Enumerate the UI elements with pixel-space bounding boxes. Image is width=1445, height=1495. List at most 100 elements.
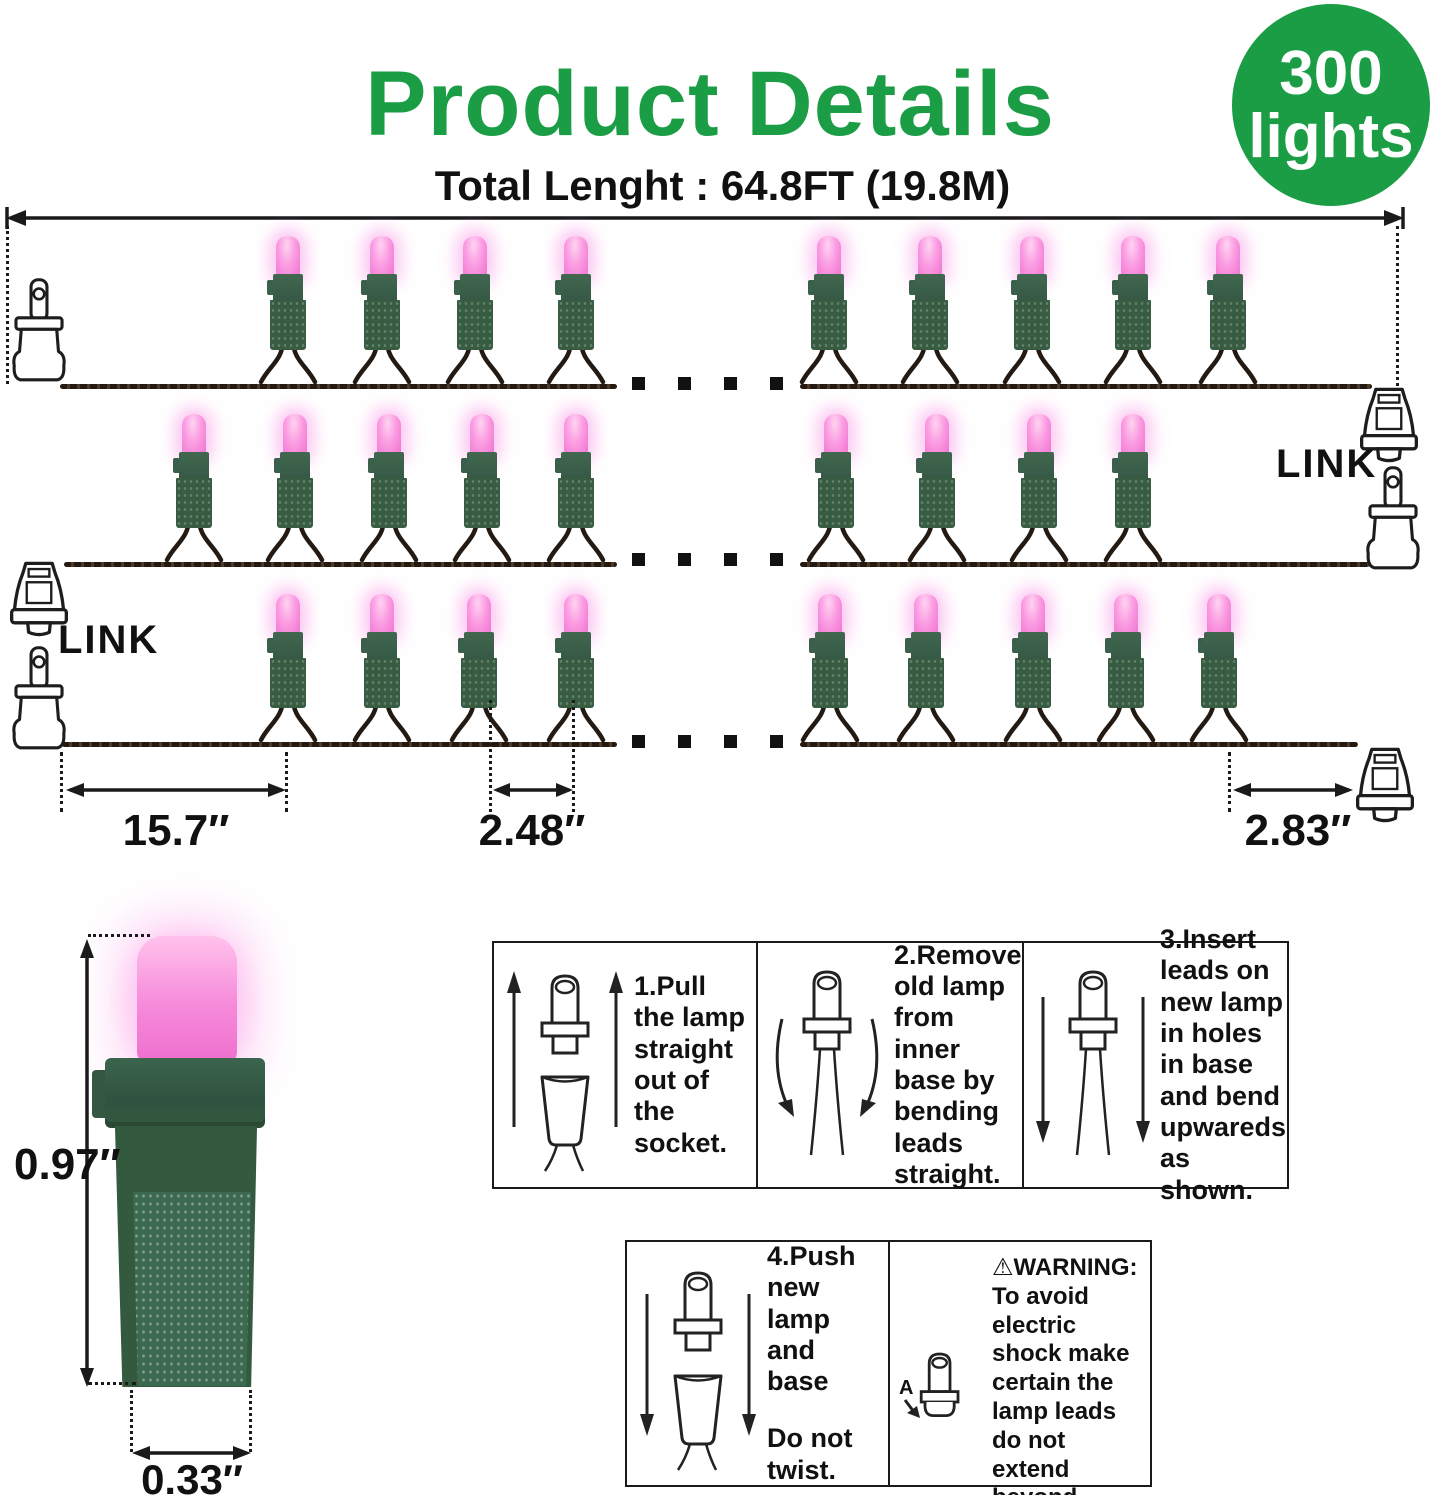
string-light-bulb bbox=[1001, 594, 1065, 744]
dim-label-bulb-spacing: 2.48″ bbox=[478, 806, 586, 855]
socket-clip bbox=[1018, 458, 1027, 473]
socket-base bbox=[1115, 300, 1151, 350]
socket-clip bbox=[555, 458, 564, 473]
closeup-socket-clip bbox=[92, 1070, 109, 1118]
step4-illustration bbox=[640, 1271, 756, 1471]
spacer bbox=[767, 1397, 880, 1423]
led-bulb bbox=[818, 594, 842, 636]
string-light-bulb bbox=[894, 594, 958, 744]
dim-arrow-height bbox=[80, 939, 94, 1387]
socket-top bbox=[1018, 632, 1048, 660]
dim-guide bbox=[1228, 752, 1231, 812]
instruction-panel-step1: 1.Pull the lamp straight out of the sock… bbox=[492, 941, 758, 1189]
connector-socket-female bbox=[10, 561, 68, 637]
dim-guide bbox=[249, 1390, 252, 1452]
led-bulb bbox=[914, 594, 938, 636]
socket-top bbox=[815, 632, 845, 660]
socket-top bbox=[561, 452, 591, 480]
socket-clip bbox=[1112, 458, 1121, 473]
guide-line-right bbox=[1396, 226, 1399, 386]
socket-top bbox=[273, 274, 303, 302]
string-light-bulb bbox=[1196, 236, 1260, 386]
step2-illustration bbox=[775, 970, 879, 1156]
socket-top bbox=[467, 452, 497, 480]
string-light-bulb bbox=[1101, 236, 1165, 386]
dim-guide bbox=[285, 752, 288, 812]
power-plug-male bbox=[1366, 466, 1420, 570]
socket-base bbox=[457, 300, 493, 350]
step1-illustration bbox=[507, 971, 623, 1173]
socket-top bbox=[911, 632, 941, 660]
dim-arrow-2-83 bbox=[1233, 783, 1353, 797]
socket-clip bbox=[809, 638, 818, 653]
closeup-socket-collar bbox=[105, 1058, 265, 1128]
socket-clip bbox=[905, 638, 914, 653]
socket-top bbox=[367, 632, 397, 660]
continuation-dot bbox=[678, 735, 691, 748]
string-light-bulb bbox=[544, 414, 608, 564]
warning-illustration: A bbox=[899, 1352, 960, 1418]
socket-clip bbox=[808, 280, 817, 295]
string-light-bulb bbox=[1101, 414, 1165, 564]
step3-illustration bbox=[1036, 970, 1150, 1156]
socket-base bbox=[558, 658, 594, 708]
string-light-bulb bbox=[350, 594, 414, 744]
link-label-right: LINK bbox=[1276, 442, 1378, 486]
socket-base bbox=[558, 300, 594, 350]
dim-guide bbox=[489, 700, 492, 812]
socket-top bbox=[561, 274, 591, 302]
warning-body: To avoid electric shock make certain the… bbox=[992, 1282, 1130, 1495]
dim-arrow-15-7 bbox=[66, 783, 286, 797]
dim-guide bbox=[88, 934, 150, 937]
socket-clip bbox=[909, 280, 918, 295]
socket-base bbox=[558, 478, 594, 528]
socket-base bbox=[1021, 478, 1057, 528]
dim-guide bbox=[130, 1390, 133, 1452]
led-bulb bbox=[1216, 236, 1240, 278]
socket-base bbox=[1201, 658, 1237, 708]
socket-clip bbox=[1011, 280, 1020, 295]
lights-count-badge: 300 lights bbox=[1232, 4, 1430, 206]
socket-base bbox=[1108, 658, 1144, 708]
string-light-bulb bbox=[905, 414, 969, 564]
continuation-dot bbox=[770, 735, 783, 748]
led-bulb bbox=[1207, 594, 1231, 636]
led-bulb bbox=[817, 236, 841, 278]
continuation-dot bbox=[632, 377, 645, 390]
dim-arrow-2-48 bbox=[493, 783, 573, 797]
socket-clip bbox=[1105, 638, 1114, 653]
led-bulb bbox=[925, 414, 949, 456]
led-bulb bbox=[470, 414, 494, 456]
link-label-left: LINK bbox=[58, 618, 160, 662]
string-light-bulb bbox=[797, 236, 861, 386]
warning-panel: A ⚠WARNING: To avoid electric shock make… bbox=[888, 1240, 1152, 1495]
led-bulb bbox=[1020, 236, 1044, 278]
socket-base bbox=[919, 478, 955, 528]
string-light-bulb bbox=[1094, 594, 1158, 744]
socket-clip bbox=[173, 458, 182, 473]
continuation-dot bbox=[678, 377, 691, 390]
socket-top bbox=[280, 452, 310, 480]
badge-count: 300 bbox=[1279, 38, 1383, 108]
led-bulb bbox=[283, 414, 307, 456]
string-light-bulb bbox=[450, 414, 514, 564]
socket-top bbox=[1118, 274, 1148, 302]
socket-clip bbox=[1112, 280, 1121, 295]
socket-clip bbox=[461, 458, 470, 473]
socket-base bbox=[364, 658, 400, 708]
total-length-label: Total Lenght : 64.8FT (19.8M) bbox=[434, 162, 1011, 209]
socket-top bbox=[1118, 452, 1148, 480]
dim-label-bulb-width: 0.33″ bbox=[141, 1456, 243, 1495]
string-light-bulb bbox=[350, 236, 414, 386]
socket-base bbox=[464, 478, 500, 528]
string-light-bulb bbox=[357, 414, 421, 564]
socket-base bbox=[818, 478, 854, 528]
socket-top bbox=[915, 274, 945, 302]
page-title: Product Details bbox=[365, 53, 1055, 155]
continuation-dot bbox=[678, 553, 691, 566]
string-light-bulb bbox=[256, 594, 320, 744]
step3-text: 3.Insert leads on new lamp in holes in b… bbox=[1160, 924, 1287, 1205]
socket-base bbox=[270, 300, 306, 350]
dim-label-end-spacing: 2.83″ bbox=[1244, 806, 1352, 855]
instruction-panel-step4: 4.Push new lamp and base Do not twist. bbox=[625, 1240, 890, 1487]
